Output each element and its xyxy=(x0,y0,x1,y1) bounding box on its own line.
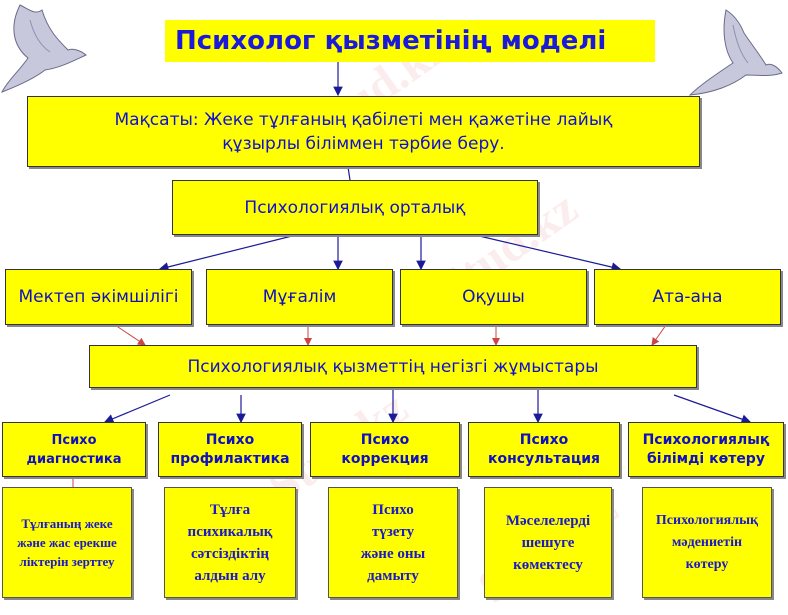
description-line: сәтсіздіктің xyxy=(190,545,270,562)
main-works-label: Психологиялық қызметтің негізгі жұмыстар… xyxy=(187,356,599,377)
description-line: шешуге xyxy=(521,534,575,551)
main-works-box: Психологиялық қызметтің негізгі жұмыстар… xyxy=(89,345,697,388)
description-consultation: Мәселелерді шешуге көмектесу xyxy=(484,487,612,598)
goal-line-2: құзырлы біліммен тәрбие беру. xyxy=(222,133,505,154)
direction-line-1: Психо xyxy=(51,432,97,448)
direction-education: Психологиялық білімді көтеру xyxy=(628,422,784,477)
description-line: және жас ерекше xyxy=(17,535,117,550)
description-line: ліктерін зерттеу xyxy=(19,554,115,569)
dove-right-icon xyxy=(688,9,783,96)
description-education: Психологиялық мәдениетін көтеру xyxy=(642,487,772,598)
participant-teacher: Мұғалім xyxy=(206,269,393,325)
connectors xyxy=(72,50,752,487)
description-line: психикалық xyxy=(187,523,273,540)
participant-parents: Ата-ана xyxy=(594,269,781,325)
direction-line-2: консультация xyxy=(487,450,601,467)
participant-label: Оқушы xyxy=(462,287,525,307)
direction-prevention: Психо профилактика xyxy=(158,422,302,477)
center-label: Психологиялық орталық xyxy=(244,197,466,218)
direction-consultation: Психо консультация xyxy=(468,422,620,477)
participant-label: Мектеп әкімшілігі xyxy=(18,287,179,307)
direction-line-2: коррекция xyxy=(341,450,429,467)
center-box: Психологиялық орталық xyxy=(172,180,538,235)
description-line: дамыту xyxy=(367,567,419,584)
direction-line-1: Психо xyxy=(360,431,410,448)
description-line: түзету xyxy=(371,523,415,540)
description-line: мәдениетін xyxy=(671,534,743,550)
dove-left-icon xyxy=(0,4,87,93)
description-diagnostics: Тұлғаның жеке және жас ерекше ліктерін з… xyxy=(2,487,132,598)
direction-correction: Психо коррекция xyxy=(310,422,460,477)
description-correction: Психо түзету және оны дамыту xyxy=(328,487,458,598)
direction-line-2: білімді көтеру xyxy=(647,450,765,467)
direction-line-1: Психологиялық xyxy=(642,431,770,448)
description-line: Тұлғаның жеке xyxy=(21,516,113,531)
direction-line-1: Психо xyxy=(519,431,569,448)
description-line: Мәселелерді xyxy=(505,512,591,529)
page-title-text: Психолог қызметінің моделі xyxy=(175,26,607,56)
participant-label: Ата-ана xyxy=(652,287,723,307)
goal-line-1: Мақсаты: Жеке тұлғаның қабілеті мен қаже… xyxy=(114,109,613,130)
description-line: Психологиялық xyxy=(655,512,759,528)
description-line: және оны xyxy=(360,545,426,562)
description-line: Психо xyxy=(372,501,414,518)
page-title: Психолог қызметінің моделі xyxy=(165,20,655,62)
direction-diagnostics: Психо диагностика xyxy=(2,422,146,477)
description-line: көтеру xyxy=(685,556,729,572)
participant-label: Мұғалім xyxy=(262,287,337,307)
direction-line-2: профилактика xyxy=(170,450,290,467)
description-line: алдын алу xyxy=(194,567,266,584)
description-prevention: Тұлға психикалық сәтсіздіктің алдын алу xyxy=(164,487,296,598)
participant-school-admin: Мектеп әкімшілігі xyxy=(5,269,192,325)
description-line: Тұлға xyxy=(209,501,251,518)
participant-student: Оқушы xyxy=(400,269,587,325)
direction-line-2: диагностика xyxy=(26,451,122,467)
goal-box: Мақсаты: Жеке тұлғаның қабілеті мен қаже… xyxy=(27,96,700,167)
direction-line-1: Психо xyxy=(205,431,255,448)
description-line: көмектесу xyxy=(513,556,583,573)
